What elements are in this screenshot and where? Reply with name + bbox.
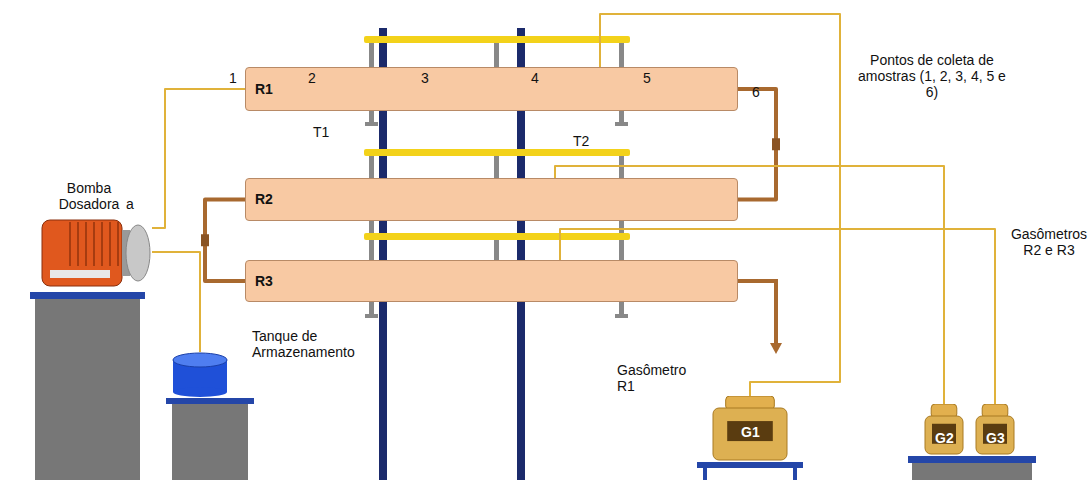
callout-number: T2	[573, 133, 589, 149]
callout-number: 2	[308, 70, 316, 86]
caption-label: Bomba Dosadora	[54, 180, 124, 212]
tank-shape	[172, 352, 228, 398]
gasometer: G2	[924, 404, 964, 456]
gasometer-stand	[697, 462, 803, 468]
gasometer: G1Gasômetro R1	[712, 396, 788, 462]
reactor-box: R3	[245, 260, 738, 302]
callout-number: a	[126, 196, 134, 212]
node-label: R1	[255, 81, 273, 97]
pump-shape	[40, 212, 152, 294]
pipe-connector	[205, 200, 245, 282]
callout-number: 6	[752, 84, 760, 100]
pipe-connector	[738, 89, 776, 200]
callout-number: 4	[531, 70, 539, 86]
reactor-box: R2	[245, 178, 738, 221]
node-label: G2	[935, 430, 954, 446]
outlet-pipe	[738, 281, 776, 345]
reactor-box: R1	[245, 67, 738, 111]
tank-stand-top	[166, 398, 254, 404]
callout-number: 1	[229, 70, 237, 86]
caption-label: Gasômetro R1	[617, 362, 697, 394]
pump-stand-top	[30, 292, 145, 299]
node-label: G1	[741, 424, 760, 440]
node-label: R2	[255, 191, 273, 207]
dosing-pump: Bomba Dosadora	[40, 212, 152, 294]
pump-stand	[35, 298, 140, 480]
pipe-flange	[201, 234, 209, 246]
note-label: Pontos de coleta de amostras (1, 2, 3, 4…	[852, 52, 1012, 100]
callout-number: 3	[421, 70, 429, 86]
pipe-connector	[152, 252, 200, 352]
callout-number: T1	[313, 124, 329, 140]
pipe-connector	[560, 229, 995, 404]
gasometer: G3	[975, 404, 1015, 456]
pipe-connector	[152, 89, 245, 228]
note-label: Gasômetros R2 e R3	[1010, 226, 1088, 258]
storage-tank: Tanque de Armazenamento	[172, 352, 228, 398]
tank-stand	[172, 403, 248, 480]
callout-number: 5	[643, 70, 651, 86]
node-label: R3	[255, 273, 273, 289]
node-label: G3	[986, 430, 1005, 446]
gasometer-stand	[912, 462, 1032, 480]
outlet-arrow	[770, 343, 782, 354]
pipe-flange	[772, 138, 780, 150]
caption-label: Tanque de Armazenamento	[252, 328, 352, 360]
